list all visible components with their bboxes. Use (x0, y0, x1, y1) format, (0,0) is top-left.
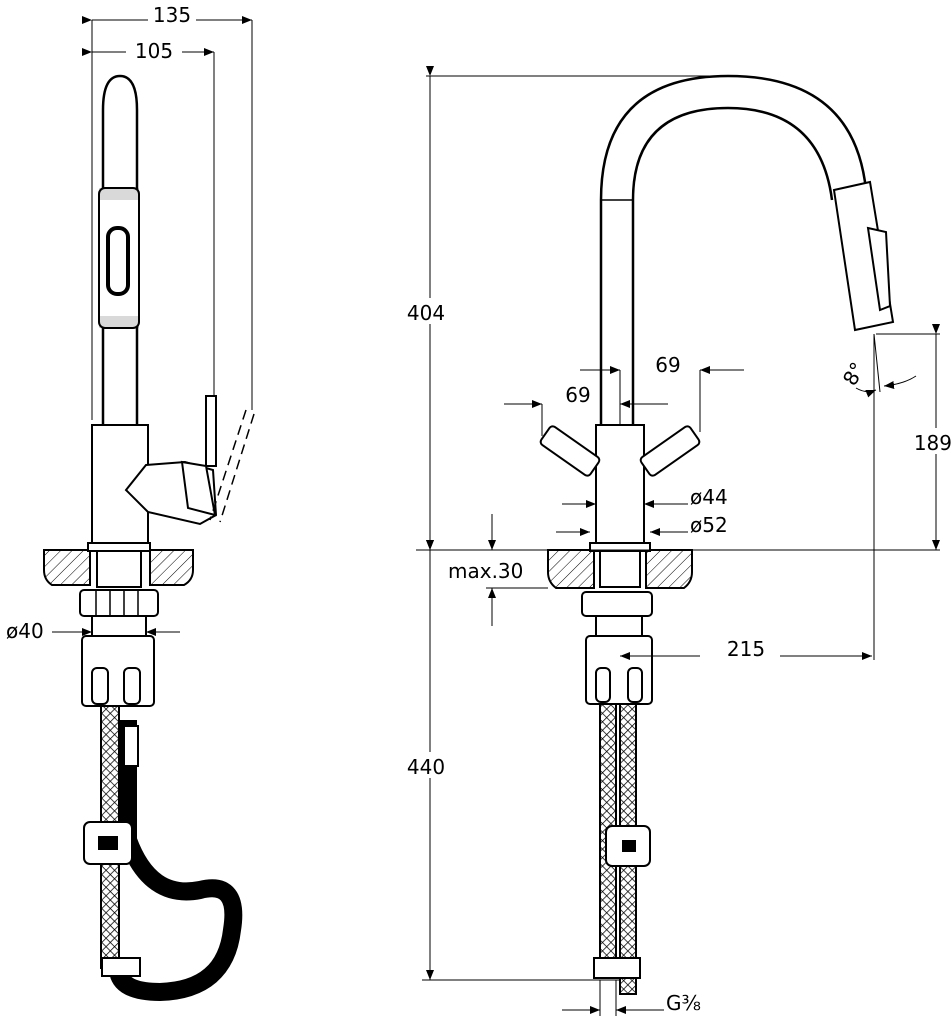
side-countertop (43, 549, 91, 586)
side-spray-button (106, 226, 130, 296)
dim-440: 440 (407, 755, 445, 779)
dim-69-right: 69 (655, 353, 680, 377)
dim-o44: ø44 (690, 485, 728, 509)
front-connector (593, 957, 641, 979)
front-handle-right (639, 425, 701, 477)
side-nut (79, 589, 159, 617)
dim-o40: ø40 (6, 619, 44, 643)
dim-g38: G⅜ (666, 991, 701, 1015)
dim-8-degrees: 8° (838, 358, 870, 390)
dim-135: 135 (153, 3, 191, 27)
dim-o52: ø52 (690, 513, 728, 537)
front-countertop-right (645, 549, 693, 589)
side-spout (101, 74, 139, 425)
front-nut (581, 591, 653, 617)
front-body (595, 424, 645, 544)
dim-69-left: 69 (565, 383, 590, 407)
dim-105: 105 (135, 39, 173, 63)
front-view: 404 440 189 8° 69 69 ø44 (402, 66, 952, 1016)
side-countertop-right (149, 549, 194, 586)
front-countertop-left (547, 549, 595, 589)
dim-215: 215 (727, 637, 765, 661)
dim-404: 404 (407, 301, 445, 325)
front-handle-left (539, 425, 601, 477)
dim-max30: max.30 (448, 559, 523, 583)
front-spout (599, 74, 868, 425)
side-connector (101, 957, 141, 977)
side-view: 135 105 ø40 (6, 3, 255, 1002)
dim-189: 189 (914, 431, 952, 455)
